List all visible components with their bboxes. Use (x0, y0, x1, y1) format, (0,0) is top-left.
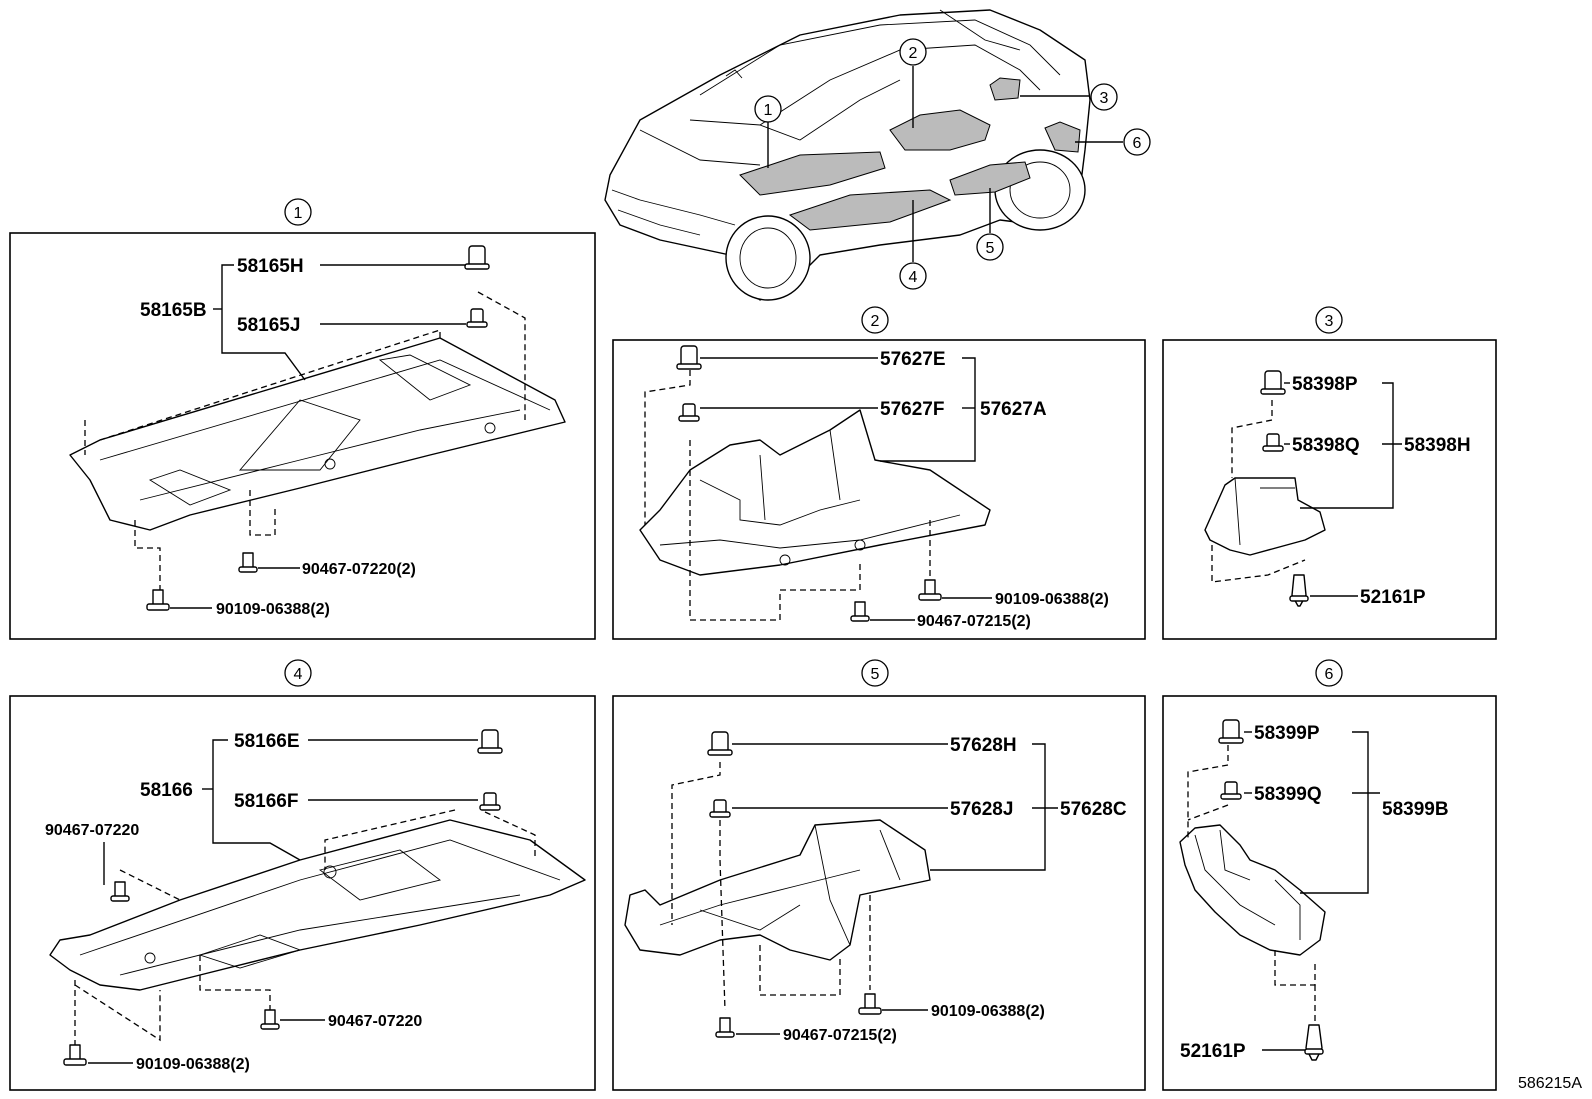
overview-part-2 (889, 109, 991, 151)
overview-callout-1: 1 (764, 102, 773, 119)
panel-2-label-screw: 90467-07215(2) (917, 613, 1031, 630)
panel-1-callout: 1 (294, 205, 303, 222)
panel-5-clip-upper-icon (711, 731, 729, 753)
panel-1-label-clip-upper: 58165H (237, 256, 304, 277)
panel-2-label-clip-lower: 57627F (880, 399, 944, 420)
overview-callout-4: 4 (909, 269, 918, 286)
panel-5-label-screw: 90467-07215(2) (783, 1027, 897, 1044)
panel-3: 3 58398P 58398Q 58398H 52161P (1162, 306, 1497, 640)
panel-6-clip-upper-icon (1222, 719, 1240, 741)
overview-callout-6: 6 (1133, 135, 1142, 152)
panel-1-label-screw: 90467-07220(2) (302, 561, 416, 578)
panel-6-label-clip-lower: 58399Q (1254, 784, 1322, 805)
panel-4-label-assembly: 58166 (140, 780, 193, 801)
panel-1-clip-upper-icon (468, 245, 486, 267)
panel-1-label-assembly: 58165B (140, 300, 207, 321)
panel-4-label-screw-left: 90467-07220 (45, 822, 139, 839)
panel-3-callout: 3 (1325, 313, 1334, 330)
panel-3-cover (1204, 477, 1326, 556)
overview-part-6 (1044, 121, 1081, 153)
panel-4-callout: 4 (294, 666, 303, 683)
panel-3-label-rivet: 52161P (1360, 587, 1426, 608)
panel-1: 1 58165H 58165J 58165B 9 (9, 198, 596, 640)
panel-5: 5 57628H 57628J 57628C 90109-06388(2) 90… (612, 659, 1146, 1091)
panel-5-callout: 5 (871, 666, 880, 683)
panel-5-label-bolt: 90109-06388(2) (931, 1003, 1045, 1020)
overview-callout-5: 5 (986, 240, 995, 257)
overview-part-1 (739, 151, 886, 196)
panel-4-label-bolt: 90109-06388(2) (136, 1056, 250, 1073)
diagram-id: 586215A (1518, 1075, 1582, 1092)
overview-part-4 (788, 189, 952, 231)
panel-6-label-clip-upper: 58399P (1254, 723, 1320, 744)
panel-4-label-screw-center: 90467-07220 (328, 1013, 422, 1030)
panel-6-label-rivet: 52161P (1180, 1041, 1246, 1062)
panel-5-label-clip-upper: 57628H (950, 735, 1017, 756)
panel-4-clip-upper-icon (481, 729, 499, 751)
overview-callout-2: 2 (909, 45, 918, 62)
panel-5-label-clip-lower: 57628J (950, 799, 1013, 820)
panel-4-label-clip-lower: 58166F (234, 791, 298, 812)
panel-2: 2 57627E 57627F 57627A 90109-06388(2) 90… (612, 306, 1146, 640)
overview-part-5 (949, 161, 1031, 196)
panel-2-clip-upper-icon (680, 345, 698, 367)
panel-2-label-assembly: 57627A (980, 399, 1047, 420)
panel-4: 4 58166E 58166F 58166 (9, 659, 596, 1091)
panel-3-label-assembly: 58398H (1404, 435, 1471, 456)
panel-6-label-assembly: 58399B (1382, 799, 1449, 820)
panel-5-label-assembly: 57628C (1060, 799, 1127, 820)
panel-2-label-clip-upper: 57627E (880, 349, 946, 370)
overview-part-3 (989, 77, 1021, 101)
vehicle-overview: 1 2 3 4 5 6 (604, 9, 1151, 301)
panel-4-undercover (49, 819, 586, 991)
panel-6-cover (1179, 824, 1326, 956)
panel-2-splash-shield (639, 409, 991, 576)
panel-1-clip-lower-icon (470, 308, 484, 324)
panel-6: 6 58399P 58399Q 58399B 52161P (1162, 659, 1497, 1091)
panel-1-label-clip-lower: 58165J (237, 315, 300, 336)
panel-3-label-clip-lower: 58398Q (1292, 435, 1360, 456)
panel-2-callout: 2 (871, 313, 880, 330)
panel-6-rivet-icon (1305, 1024, 1323, 1061)
panel-3-label-clip-upper: 58398P (1292, 374, 1358, 395)
panel-6-callout: 6 (1325, 666, 1334, 683)
panel-5-splash-shield (624, 819, 931, 961)
panel-1-undercover (69, 337, 566, 531)
panel-1-label-bolt: 90109-06388(2) (216, 601, 330, 618)
overview-callout-3: 3 (1100, 90, 1109, 107)
panel-3-clip-upper-icon (1264, 370, 1282, 392)
panel-2-label-bolt: 90109-06388(2) (995, 591, 1109, 608)
panel-4-label-clip-upper: 58166E (234, 731, 300, 752)
